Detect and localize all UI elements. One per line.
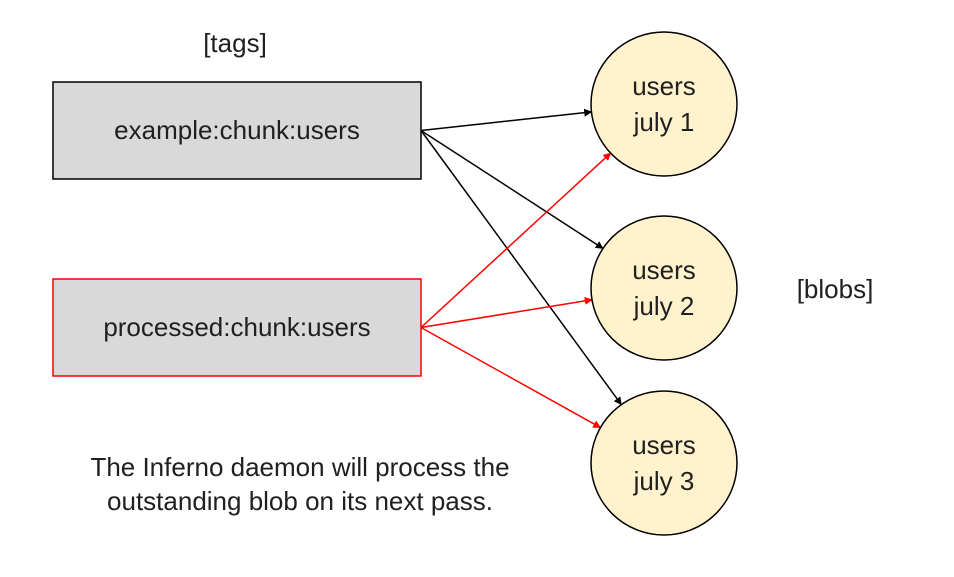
edge-example-to-july1 xyxy=(420,108,593,132)
edge-example-to-july2 xyxy=(420,129,604,250)
blob-label-july3: users july 3 xyxy=(591,427,737,499)
blob-july2-line2: july 2 xyxy=(633,291,695,321)
edge-processed-to-july1 xyxy=(420,152,612,329)
edge-example-to-july3 xyxy=(420,130,622,406)
blob-label-july1: users july 1 xyxy=(591,68,737,140)
tags-heading: [tags] xyxy=(203,28,267,58)
tag-box-processed xyxy=(52,278,422,377)
blob-circle-july1 xyxy=(590,31,738,177)
blob-july1-line1: users xyxy=(632,71,696,101)
blob-july2-line1: users xyxy=(632,255,696,285)
blob-july3-line1: users xyxy=(632,430,696,460)
edges xyxy=(420,108,622,429)
blob-july3-line2: july 3 xyxy=(633,466,695,496)
blob-circle-july2 xyxy=(590,215,738,361)
daemon-note: The Inferno daemon will process the outs… xyxy=(90,452,510,516)
blob-july1-line2: july 1 xyxy=(633,107,695,137)
tag-label-example: example:chunk:users xyxy=(114,115,360,145)
edge-processed-to-july3 xyxy=(420,326,602,429)
blob-label-july2: users july 2 xyxy=(591,252,737,324)
tag-box-example xyxy=(52,81,422,180)
blob-circle-july3 xyxy=(590,390,738,536)
tag-label-processed: processed:chunk:users xyxy=(103,312,371,342)
blobs-heading: [blobs] xyxy=(796,274,874,304)
edge-processed-to-july2 xyxy=(420,296,593,329)
